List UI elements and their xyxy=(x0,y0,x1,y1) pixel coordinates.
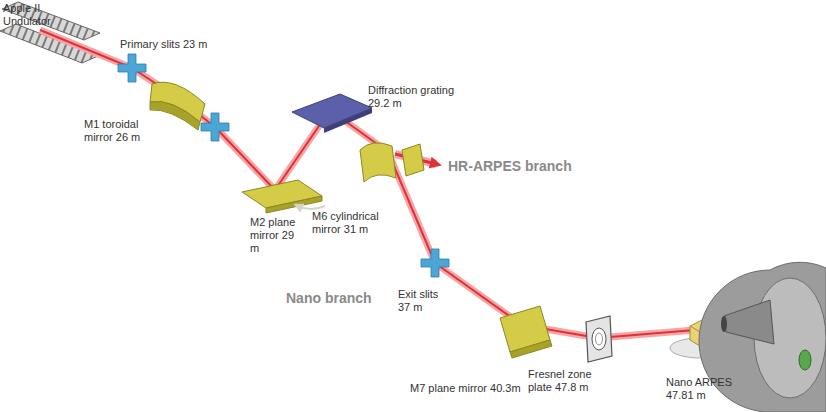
mirror-side xyxy=(510,340,552,358)
mirror-block xyxy=(402,144,424,176)
component-label: Diffraction grating 29.2 m xyxy=(368,84,476,110)
primary-slits xyxy=(118,54,146,82)
component-label: M7 plane mirror 40.3m xyxy=(410,382,521,395)
zone-plate-lens xyxy=(592,328,606,350)
zone-plate-frame xyxy=(586,316,612,362)
component-label: Primary slits 23 m xyxy=(120,38,207,51)
beam-halo xyxy=(40,30,695,338)
magnet-row xyxy=(0,24,98,63)
component-label: Nano ARPES 47.81 m xyxy=(666,376,736,402)
grating-side xyxy=(324,108,372,133)
fresnel-zone-plate xyxy=(586,316,612,362)
mirror-side xyxy=(150,101,200,130)
slits xyxy=(201,113,229,141)
beam xyxy=(40,30,695,338)
analyzer-lens-cone xyxy=(724,300,774,344)
component-label: M1 toroidal mirror 26 m xyxy=(84,118,159,144)
branch-label: HR-ARPES branch xyxy=(448,158,572,174)
component-label: Exit slits 37 m xyxy=(398,288,450,314)
analyzer-nose xyxy=(721,316,727,332)
component-label: M2 plane mirror 29 m xyxy=(250,216,302,255)
component-label: M6 cylindrical mirror 31 m xyxy=(312,210,392,236)
hemispherical-analyzer xyxy=(699,262,826,412)
mirrors xyxy=(150,82,552,358)
motion-arrow xyxy=(298,206,325,209)
component-label: Apple II Undulator xyxy=(3,2,63,28)
detector-window xyxy=(799,350,811,370)
m6-cylindrical-mirror xyxy=(360,143,396,182)
zone-ring xyxy=(596,333,603,345)
diffraction-grating xyxy=(292,94,372,128)
exit-slits xyxy=(421,249,449,277)
beam-line xyxy=(40,30,695,338)
component-label: Fresnel zone plate 47.8 m xyxy=(528,368,604,394)
branch-label: Nano branch xyxy=(286,290,372,306)
